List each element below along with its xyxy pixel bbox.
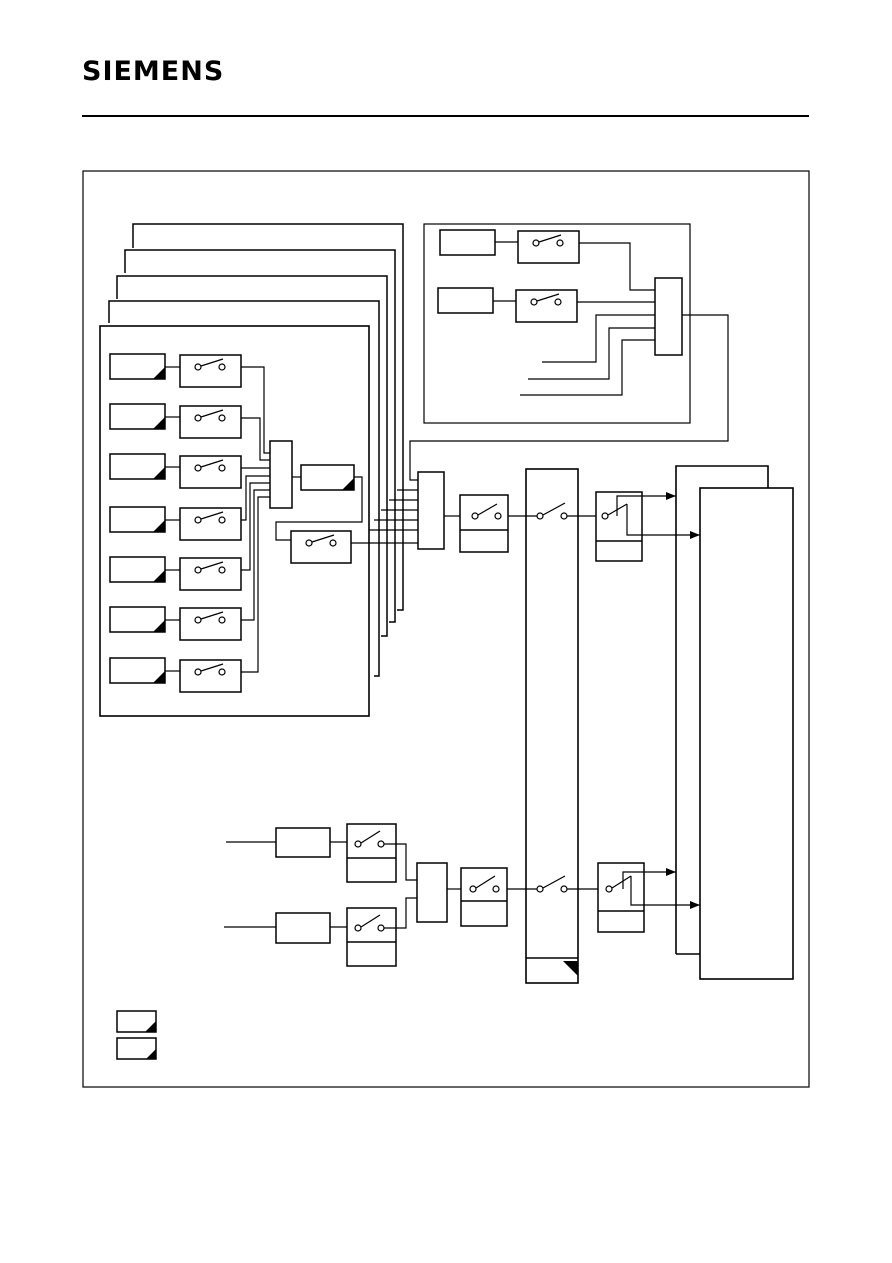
module-multiplexer — [269, 440, 293, 509]
legend — [116, 1010, 157, 1060]
target-unit-back — [675, 465, 769, 954]
lower-central-switch-box — [460, 867, 508, 927]
bus-column — [525, 468, 579, 984]
switch-box — [179, 354, 242, 388]
switch-box — [179, 455, 242, 489]
figure-frame — [82, 170, 810, 1088]
front-channel-module — [99, 325, 370, 717]
central-switch-box — [459, 494, 509, 553]
aux-switch-box — [515, 289, 578, 323]
switch-box — [179, 405, 242, 439]
central-multiplexer — [417, 471, 445, 550]
aux-block — [437, 287, 494, 314]
lower-input-block — [275, 912, 331, 944]
lower-switch-box — [346, 823, 397, 883]
module-block-rows — [109, 353, 270, 693]
output-switch-box — [597, 862, 645, 933]
output-switch-box — [595, 491, 643, 562]
switch-box — [179, 557, 242, 591]
lower-switch-box — [346, 907, 397, 967]
lower-input-block — [275, 827, 331, 858]
aux-block — [439, 229, 496, 256]
header-rule — [82, 115, 809, 117]
module-switch-box — [290, 530, 352, 564]
target-unit-front — [699, 487, 794, 980]
switch-box — [179, 659, 242, 693]
aux-multiplexer — [654, 277, 683, 356]
switch-box — [179, 607, 242, 641]
aux-switch-box — [517, 230, 580, 264]
aux-panel — [423, 223, 691, 424]
channel-stack — [108, 223, 404, 677]
switch-box — [179, 507, 242, 541]
lower-multiplexer — [416, 862, 448, 923]
notch-top-right-block-icon — [116, 1037, 157, 1060]
siemens-logo: SIEMENS — [82, 56, 225, 87]
